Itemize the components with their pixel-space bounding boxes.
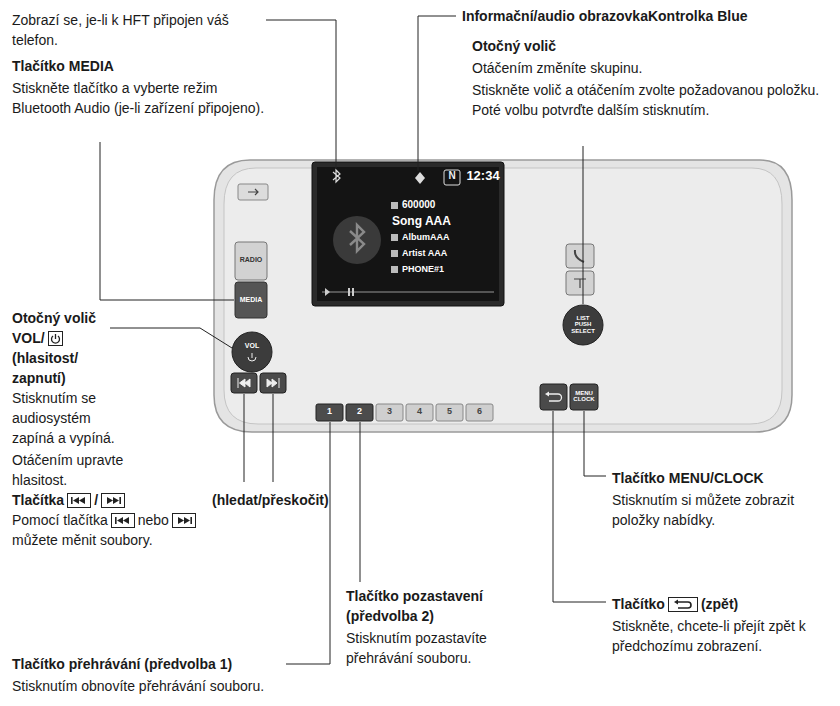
callout-text: můžete měnit soubory. (12, 532, 153, 548)
callout-heading: Tlačítko MENU/CLOCK (612, 470, 764, 486)
knob-label: VOL (245, 342, 259, 349)
preset-number-block: 5 (436, 407, 463, 416)
callout-text: Zobrazí se, je-li k HFT připojen váš tel… (12, 12, 229, 48)
screen-text: PHONE#1 (402, 264, 444, 274)
callout-text: Stiskněte, chcete-li přejít zpět k předc… (612, 618, 806, 654)
preset-number-block: 2 (346, 407, 373, 416)
callout-heading: Informační/audio obrazovkaKontrolka Blue (462, 8, 748, 24)
screen-text: N (448, 170, 455, 181)
button-label: MENU CLOCK (573, 390, 594, 402)
callout-heading: Tlačítko MEDIA (12, 58, 114, 74)
callout-text-block: Stiskněte volič a otáčením zvolte požado… (472, 80, 832, 120)
screen-clock: 12:34 (466, 168, 499, 183)
callout-text: Otáčením změníte skupinu. (472, 60, 642, 76)
callout-heading: Tlačítko pozastavení (předvolba 2) (346, 588, 483, 624)
callout-heading-block: Tlačítka / (12, 490, 128, 510)
preset-number: 6 (477, 406, 482, 416)
pow-icon (48, 331, 63, 346)
callout-heading-block: Tlačítko pozastavení (předvolba 2) (346, 586, 518, 626)
knob-label: LIST PUSH SELECT (571, 315, 595, 334)
screen-text: Song AAA (392, 214, 451, 228)
button-label: RADIO (240, 256, 263, 263)
callout-heading-block: Tlačítko přehrávání (předvolba 1) (12, 654, 232, 674)
callout-heading-block: Tlačítko MEDIA (12, 56, 302, 76)
screen-text: Artist AAA (402, 248, 447, 258)
callout-text: Stisknutím pozastavíte přehrávání soubor… (346, 630, 487, 666)
callout-text: Stisknutím si můžete zobrazit položky na… (612, 492, 794, 528)
button-label: MEDIA (240, 296, 263, 303)
callout-text-block: Zobrazí se, je-li k HFT připojen váš tel… (12, 10, 262, 50)
screen-text-block: PHONE#1 (402, 265, 498, 274)
prev-icon (111, 513, 135, 528)
callout-heading: Otočný volič (472, 38, 556, 54)
callout-heading: (zpět) (701, 596, 738, 612)
screen-text-block: AlbumAAA (402, 233, 498, 242)
button-label-block: MENU CLOCK (570, 390, 598, 403)
callout-heading: (hlasitost/ zapnutí) (12, 350, 78, 386)
preset-number-block: 4 (406, 407, 433, 416)
button-label-block: RADIO (235, 256, 267, 263)
button-label-block: MEDIA (235, 296, 267, 303)
callout-heading: (hledat/přeskočit) (212, 492, 329, 508)
screen-text-block: N (444, 171, 460, 182)
callout-heading: Tlačítko přehrávání (předvolba 1) (12, 656, 232, 672)
preset-number-block: 3 (376, 407, 403, 416)
screen-text: 600000 (402, 199, 435, 210)
preset-number: 2 (357, 406, 362, 416)
callout-heading-block: Otočný volič VOL/(hlasitost/ zapnutí) (12, 308, 124, 388)
callout-text-block: Otáčením změníte skupinu. (472, 58, 832, 78)
callout-heading-block: Otočný volič (472, 36, 832, 56)
preset-number: 3 (387, 406, 392, 416)
callout-text-block: můžete měnit soubory. (12, 530, 153, 550)
screen-text-block: Song AAA (392, 215, 498, 228)
callout-text: Otáčením upravte hlasitost. (12, 452, 123, 488)
callout-text: Stisknutím obnovíte přehrávání souboru. (12, 678, 264, 694)
callout-text: Stiskněte tlačítko a vyberte režim Bluet… (12, 80, 264, 116)
preset-number-block: 1 (316, 407, 343, 416)
callout-text-block: Pomocí tlačítka nebo (12, 510, 199, 530)
callout-text-block: Stiskněte, chcete-li přejít zpět k předc… (612, 616, 817, 656)
callout-heading-block: Tlačítko MENU/CLOCK (612, 468, 834, 488)
back-icon (668, 597, 698, 612)
callout-heading: / (94, 492, 98, 508)
next-icon (172, 513, 196, 528)
callout-text-block: Stisknutím se audiosystém zapíná a vypín… (12, 388, 136, 448)
callout-text-block: Stisknutím pozastavíte přehrávání soubor… (346, 628, 526, 668)
callout-heading: Tlačítka (12, 492, 64, 508)
screen-text: AlbumAAA (402, 232, 450, 242)
prev-icon (67, 493, 91, 508)
knob-label-block: LIST PUSH SELECT (568, 315, 598, 334)
callout-heading-block: (hledat/přeskočit) (212, 490, 329, 510)
knob-label-block: VOL (237, 342, 267, 349)
callout-heading-block: Tlačítko (zpět) (612, 594, 738, 614)
screen-text-block: Artist AAA (402, 249, 498, 258)
callout-text: nebo (138, 512, 169, 528)
callout-heading-block: Informační/audio obrazovkaKontrolka Blue (462, 6, 836, 26)
callout-text-block: Stisknutím obnovíte přehrávání souboru. (12, 676, 264, 696)
callout-text-block: Stisknutím si můžete zobrazit položky na… (612, 490, 808, 530)
preset-number: 5 (447, 406, 452, 416)
callout-text: Stiskněte volič a otáčením zvolte požado… (472, 82, 819, 118)
preset-number: 4 (417, 406, 422, 416)
callout-text: Pomocí tlačítka (12, 512, 108, 528)
callout-text-block: Otáčením upravte hlasitost. (12, 450, 136, 490)
screen-text-block: 600000 (402, 200, 498, 211)
callout-text-block: Stiskněte tlačítko a vyberte režim Bluet… (12, 78, 280, 118)
preset-number-block: 6 (466, 407, 493, 416)
preset-number: 1 (327, 406, 332, 416)
callout-text: Stisknutím se audiosystém zapíná a vypín… (12, 390, 115, 446)
next-icon (101, 493, 125, 508)
screen-clock-block: 12:34 (463, 169, 503, 183)
callout-heading: Tlačítko (612, 596, 665, 612)
